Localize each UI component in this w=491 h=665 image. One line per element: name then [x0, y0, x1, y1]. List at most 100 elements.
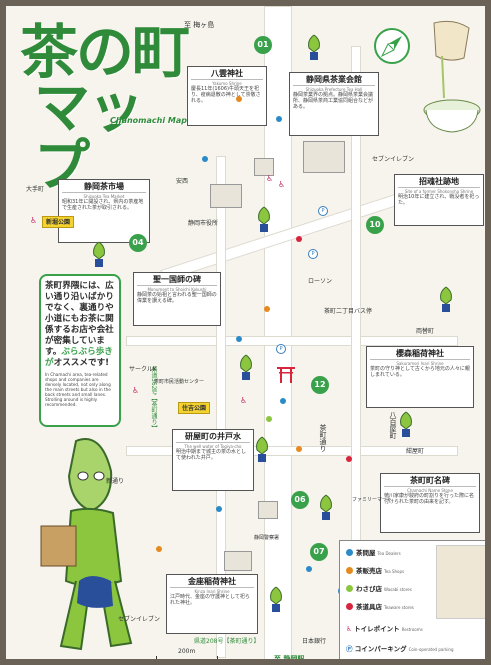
spot-number-07[interactable]: 07 — [310, 543, 328, 561]
mascot-small-2 — [256, 206, 272, 236]
spot-number-10[interactable]: 10 — [366, 216, 384, 234]
building-kinza — [224, 551, 252, 571]
teacup-illustration — [414, 18, 484, 138]
spot-box-kinza-inari[interactable]: 金座稲荷神社 Kinza Inari Shrine 江戸時代、金座の守護神として… — [166, 574, 258, 634]
label-otemachi: 大手町 — [26, 186, 45, 193]
spot-name-en: Sakuramori Inari Shrine — [396, 361, 444, 366]
scale-label: 200m — [178, 648, 196, 655]
mascot-small-4 — [438, 286, 454, 316]
label-nihonbashi: 日本銀行 — [302, 638, 327, 645]
parking-icon: P — [276, 344, 286, 354]
spot-name: 聖一国師の碑 — [137, 275, 217, 286]
shop-dot — [236, 336, 242, 342]
label-shinbori-park: 新堀公園 — [42, 216, 74, 228]
compass-icon — [374, 28, 410, 64]
spot-name: 八雲神社 — [191, 69, 263, 80]
route-top-label: 至 梅ヶ島 — [184, 21, 215, 29]
toilet-icon: ♿ — [346, 625, 352, 633]
spot-name: 研屋町の井戸水 — [176, 432, 250, 443]
shop-dot — [306, 566, 312, 572]
building-tea-market — [210, 184, 242, 208]
intro-en: In Chamachi area, tea-related shops and … — [45, 372, 111, 407]
intro-text-box: 茶町界隈には、広い通り沿いばかりでなく、裏通りや小道にもお茶に関係するお店や会社… — [39, 274, 121, 427]
label-circlek: サークルK — [129, 366, 157, 373]
spot-name-en: Chamachi Name Stone — [407, 488, 453, 493]
map-title: 茶の町 マップ Chanomachi Map — [20, 18, 195, 196]
spot-desc: 静岡茶の始祖と言われる聖一国師の偉業を讃える碑。 — [137, 292, 217, 304]
shop-dot — [264, 306, 270, 312]
road-horizontal-mid — [126, 336, 458, 346]
shop-dot — [156, 546, 162, 552]
spot-desc: 江戸時代、金座の守護神として祀られた神社。 — [170, 594, 250, 606]
parking-icon: P — [308, 249, 318, 259]
label-chamachi-dori: 茶町通り — [319, 424, 327, 452]
road-vertical-left — [216, 156, 226, 658]
spot-box-sakuramori[interactable]: 櫻森稲荷神社 Sakuramori Inari Shrine 茶町の守り神として… — [366, 346, 474, 408]
label-route-208: 県道208号【茶町通り】 — [194, 638, 260, 645]
road-horizontal-low — [126, 446, 458, 456]
spot-box-togiya-well[interactable]: 研屋町の井戸水 The well water of Togiya-cho 明治中… — [172, 429, 254, 491]
label-ryogaemachi: 両替町 — [416, 328, 435, 335]
shop-dot — [296, 446, 302, 452]
spot-box-tea-hall[interactable]: 静岡県茶業会館 Shizuoka Prefecture Tea Hall 静岡茶… — [289, 72, 379, 136]
spot-name-en: Kinza Inari Shrine — [194, 589, 230, 594]
route-bottom-label: 至 静岡駅 — [274, 655, 305, 663]
toilet-icon: ♿ — [266, 174, 274, 183]
shop-dot — [202, 156, 208, 162]
spot-desc: 徳川家康が駿府の町割りを行った際に名付けられた茶町の由来を記す。 — [384, 493, 475, 505]
spot-name: 金座稲荷神社 — [170, 577, 254, 588]
building-well — [258, 501, 278, 519]
label-seven-eleven-bottom: セブンイレブン — [118, 616, 161, 623]
spot-name: 櫻森稲荷神社 — [370, 349, 470, 360]
label-lawson: ローソン — [308, 278, 333, 285]
label-route-362: 県道362号【茶町通り】 — [150, 366, 157, 432]
title-line1: 茶の町 — [20, 18, 190, 86]
toilet-icon: ♿ — [278, 180, 286, 189]
spot-number-12[interactable]: 12 — [311, 376, 329, 394]
spot-box-shoichi-monument[interactable]: 聖一国師の碑 Monument to Shoichi Kokushi 静岡茶の始… — [133, 272, 221, 326]
spot-box-tea-market[interactable]: 静岡茶市場 Shizuoka Tea Market 昭和31年に開設され、県内の… — [58, 179, 150, 243]
spot-box-chamachi-stone[interactable]: 茶町町名碑 Chamachi Name Stone 徳川家康が駿府の町割りを行っ… — [380, 473, 480, 533]
mascot-small-9 — [268, 586, 284, 616]
mascot-small-3 — [91, 241, 107, 271]
spot-name-en: Site of a former Shokonsha Shrine — [404, 189, 474, 194]
legend-photos — [436, 545, 485, 619]
label-seven-eleven-top: セブンイレブン — [372, 156, 415, 163]
mascot-small-1 — [306, 34, 322, 64]
spot-box-shokonsha[interactable]: 招魂社跡地 Site of a former Shokonsha Shrine … — [394, 174, 484, 226]
spot-number-06[interactable]: 06 — [291, 491, 309, 509]
toilet-icon: ♿ — [30, 216, 38, 225]
spot-name-en: Yakumo Shrine — [212, 81, 242, 86]
label-shin: 新通り — [106, 478, 125, 485]
spot-desc: 慶長11年(1606)牛頭天王を祀り、疫病退散の神として崇敬される。 — [191, 86, 261, 104]
spot-name-en: Shizuoka Prefecture Tea Hall — [305, 87, 363, 92]
spot-number-04[interactable]: 04 — [129, 234, 147, 252]
shop-dot — [346, 456, 352, 462]
spot-desc: 明治10年に建立され、戦没者を祀った。 — [398, 194, 480, 206]
torii-icon — [276, 364, 296, 384]
label-yaoya: 八百屋町 — [389, 411, 397, 439]
map-subtitle: Chanomachi Map — [110, 116, 187, 125]
shop-dot — [266, 416, 272, 422]
spot-box-yakumo-shrine[interactable]: 八雲神社 Yakumo Shrine 慶長11年(1606)牛頭天王を祀り、疫病… — [187, 66, 267, 126]
mascot-small-8 — [318, 494, 334, 524]
spot-name-en: Shizuoka Tea Market — [83, 194, 125, 199]
building-shrine — [254, 158, 274, 176]
shop-dot — [216, 506, 222, 512]
mascot-small-7 — [254, 436, 270, 466]
spot-name: 茶町町名碑 — [384, 476, 476, 487]
spot-number-01[interactable]: 01 — [254, 36, 272, 54]
parking-icon: P — [318, 206, 328, 216]
spot-desc: 静岡茶業界の拠点。静岡県茶業会議所、静岡県茶商工業協同組合などがある。 — [293, 92, 374, 110]
mascot-small-5 — [238, 354, 254, 384]
label-sumiyoshi-park: 住吉公園 — [178, 402, 210, 414]
mascot-small-6 — [398, 411, 414, 441]
spot-desc: 明治中期まで城主の茶の水として使われた井戸。 — [176, 449, 247, 461]
label-komachi: 紺屋町 — [406, 448, 425, 455]
